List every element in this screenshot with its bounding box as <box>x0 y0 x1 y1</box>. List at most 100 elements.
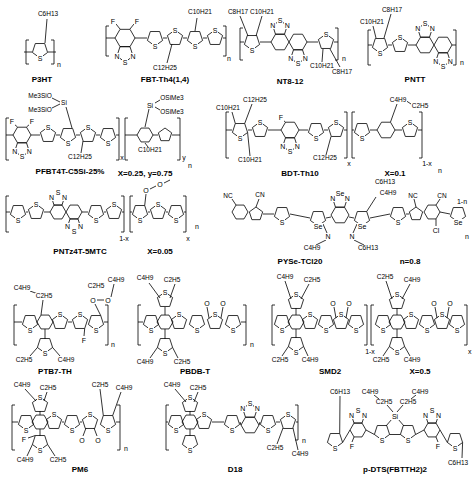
bond <box>166 212 168 213</box>
bond <box>175 389 186 402</box>
bond <box>48 52 56 53</box>
bond <box>344 130 347 131</box>
bracket <box>364 305 367 345</box>
bond <box>148 212 150 213</box>
substituent-label: OSiMe3 <box>160 109 184 116</box>
bond <box>173 348 178 359</box>
bracket <box>344 112 347 158</box>
atom-label: S <box>355 407 361 414</box>
substituent-label: C2H5 <box>303 277 321 284</box>
six-ring <box>350 423 366 437</box>
bond <box>30 348 37 357</box>
bond <box>149 283 160 298</box>
six-ring <box>241 417 259 433</box>
bond <box>166 422 168 423</box>
substituent-label: C4H9 <box>303 245 321 252</box>
bond <box>370 130 377 131</box>
bond <box>14 322 22 323</box>
bracket <box>12 405 15 450</box>
atom-label: N <box>344 195 350 202</box>
atom-label: S <box>394 349 400 356</box>
bond <box>384 14 391 38</box>
atom-label: n <box>57 61 62 68</box>
six-ring <box>377 122 395 138</box>
compound-name: P3HT <box>31 76 52 84</box>
six-ring <box>50 205 66 219</box>
substituent-label: C10H21 <box>216 105 241 112</box>
bond <box>223 38 226 39</box>
atom-label: N <box>415 25 421 32</box>
substituent-label: C10H21 <box>360 19 385 26</box>
bond <box>165 307 166 315</box>
bond <box>390 434 401 435</box>
bond <box>326 217 331 218</box>
bond <box>163 38 167 39</box>
bond <box>388 45 392 46</box>
atom-label: n <box>460 59 465 66</box>
atom-label: S <box>187 394 193 401</box>
bond <box>322 49 323 62</box>
bond <box>373 26 376 38</box>
substituent-label: NC <box>408 193 418 200</box>
atom-label: S <box>51 411 57 418</box>
atom-label: S <box>359 135 365 142</box>
bond <box>82 212 88 213</box>
bond <box>349 217 354 218</box>
bond <box>94 428 97 436</box>
atom-label: S <box>405 437 411 444</box>
substituent-label: C4H9 <box>301 357 319 364</box>
bracket <box>121 196 124 232</box>
bond <box>256 199 259 207</box>
compound-name: PTB7-TH <box>38 368 73 376</box>
atom-label: S <box>429 407 435 414</box>
substituent-label: C2H5 <box>39 385 57 392</box>
bond <box>212 422 224 423</box>
bond <box>164 180 170 183</box>
bond <box>296 422 298 423</box>
atom-label: S <box>247 400 253 407</box>
atom-label: S <box>162 350 168 357</box>
substituent-label: C2H5 <box>91 382 109 389</box>
atom-label: S <box>162 289 168 296</box>
bond <box>447 307 449 318</box>
structures <box>6 14 467 458</box>
atom-label: O <box>330 300 336 307</box>
compound-name: PFBT4T-C5Si-25% <box>35 168 105 176</box>
substituent-label: C6H13 <box>329 389 350 396</box>
atom-label: S <box>394 291 400 298</box>
compound-name: n=0.8 <box>399 258 421 266</box>
bracket <box>295 405 298 440</box>
atom-label: O <box>157 181 163 188</box>
atom-label: S <box>439 311 445 318</box>
atom-label: S <box>407 119 413 126</box>
bond <box>276 422 280 423</box>
atom-label: Se <box>357 223 367 230</box>
bond <box>367 197 376 212</box>
atom-label: S <box>152 43 158 50</box>
atom-label: S <box>333 119 339 126</box>
bond <box>100 389 103 416</box>
six-ring <box>66 205 82 219</box>
atom-label: S <box>105 140 111 147</box>
bond <box>6 212 10 213</box>
five-ring <box>249 207 262 220</box>
atom-label: O <box>447 300 453 307</box>
atom-label: x <box>347 160 352 167</box>
bond <box>301 284 309 299</box>
atom-label: F <box>134 18 139 25</box>
bond <box>398 419 404 426</box>
bond <box>462 443 464 459</box>
bond <box>334 307 336 318</box>
compound-name: PYSe-TCl20 <box>277 258 323 266</box>
six-ring <box>424 423 440 437</box>
bracket <box>223 26 226 56</box>
substituent-label: C6H13 <box>37 11 58 18</box>
bond <box>52 104 60 108</box>
compound-name: BDT-Th10 <box>281 170 319 178</box>
bond <box>397 405 403 412</box>
bond <box>122 212 124 213</box>
bond <box>203 38 207 39</box>
bond <box>45 19 47 43</box>
atom-label: O <box>220 300 226 307</box>
substituent-label: Me3SiO <box>28 93 52 100</box>
